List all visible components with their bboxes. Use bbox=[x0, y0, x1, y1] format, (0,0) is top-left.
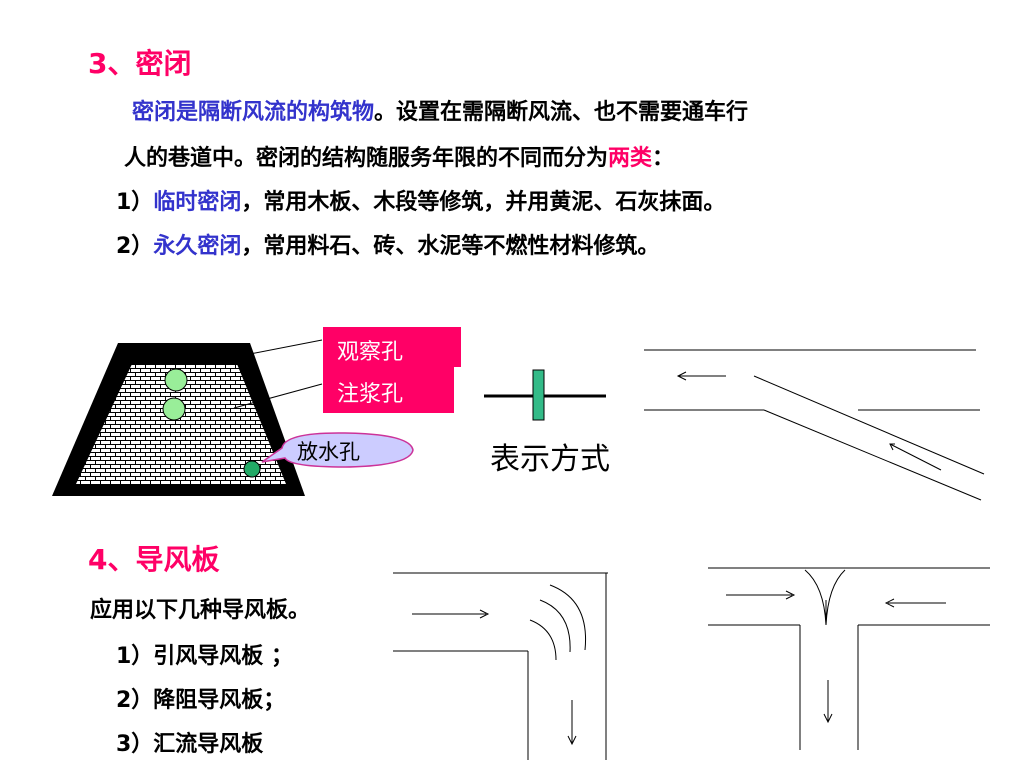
section4-intro: 应用以下几种导风板。 bbox=[90, 598, 311, 623]
permanent-sealing-term: 永久密闭 bbox=[153, 234, 242, 259]
temporary-sealing-item: 1）临时密闭，常用木板、木段等修筑，并用黄泥、石灰抹面。 bbox=[116, 184, 725, 216]
guide-plate-elbow-diagram bbox=[393, 572, 608, 760]
airway-branch-diagram bbox=[644, 349, 985, 501]
section4-heading: 4、导风板 bbox=[88, 543, 220, 576]
guide-plate-item-3: 3）汇流导风板 bbox=[116, 732, 264, 757]
temporary-sealing-term: 临时密闭 bbox=[153, 190, 242, 215]
symbol-caption: 表示方式 bbox=[490, 442, 610, 477]
drain-hole-label: 放水孔 bbox=[297, 440, 360, 464]
sealing-classification-text: 人的巷道中。密闭的结构随服务年限的不同而分为 bbox=[124, 146, 609, 171]
drain-callout-bubble bbox=[261, 432, 414, 468]
item-number: 1） bbox=[116, 190, 154, 215]
permanent-sealing-desc: ，常用料石、砖、水泥等不燃性材料修筑。 bbox=[241, 234, 660, 259]
grouting-hole bbox=[162, 397, 186, 421]
item-number: 2） bbox=[116, 234, 154, 259]
observation-hole bbox=[164, 368, 188, 392]
section3-heading: 3、密闭 bbox=[88, 47, 192, 80]
observation-hole-label: 观察孔 bbox=[337, 340, 404, 365]
grout-label-box bbox=[323, 367, 454, 413]
sealing-symbol bbox=[484, 369, 606, 421]
section3-paragraph-line1: 密闭是隔断风流的构筑物。设置在需隔断风流、也不需要通车行 bbox=[132, 94, 748, 126]
drain-hole bbox=[243, 460, 261, 478]
observe-label-box bbox=[323, 327, 461, 367]
guide-plate-item-1: 1）引风导风板 ； bbox=[116, 644, 293, 669]
guide-plate-item-2: 2）降阻导风板； bbox=[116, 688, 286, 713]
observe-leader-line bbox=[249, 339, 323, 355]
sealing-definition-text: 。设置在需隔断风流、也不需要通车行 bbox=[374, 100, 749, 125]
sealing-definition-term: 密闭是隔断风流的构筑物 bbox=[132, 100, 375, 125]
guide-plate-confluence-diagram bbox=[708, 567, 990, 750]
sealing-cross-section bbox=[52, 339, 323, 496]
temporary-sealing-desc: ，常用木板、木段等修筑，并用黄泥、石灰抹面。 bbox=[241, 190, 726, 215]
grouting-hole-label: 注浆孔 bbox=[337, 382, 404, 407]
two-types-term: 两类 bbox=[608, 146, 653, 171]
section3-paragraph-line2: 人的巷道中。密闭的结构随服务年限的不同而分为两类： bbox=[124, 140, 674, 172]
colon-text: ： bbox=[652, 146, 675, 171]
permanent-sealing-item: 2）永久密闭，常用料石、砖、水泥等不燃性材料修筑。 bbox=[116, 228, 659, 260]
grout-leader-line bbox=[233, 383, 323, 409]
